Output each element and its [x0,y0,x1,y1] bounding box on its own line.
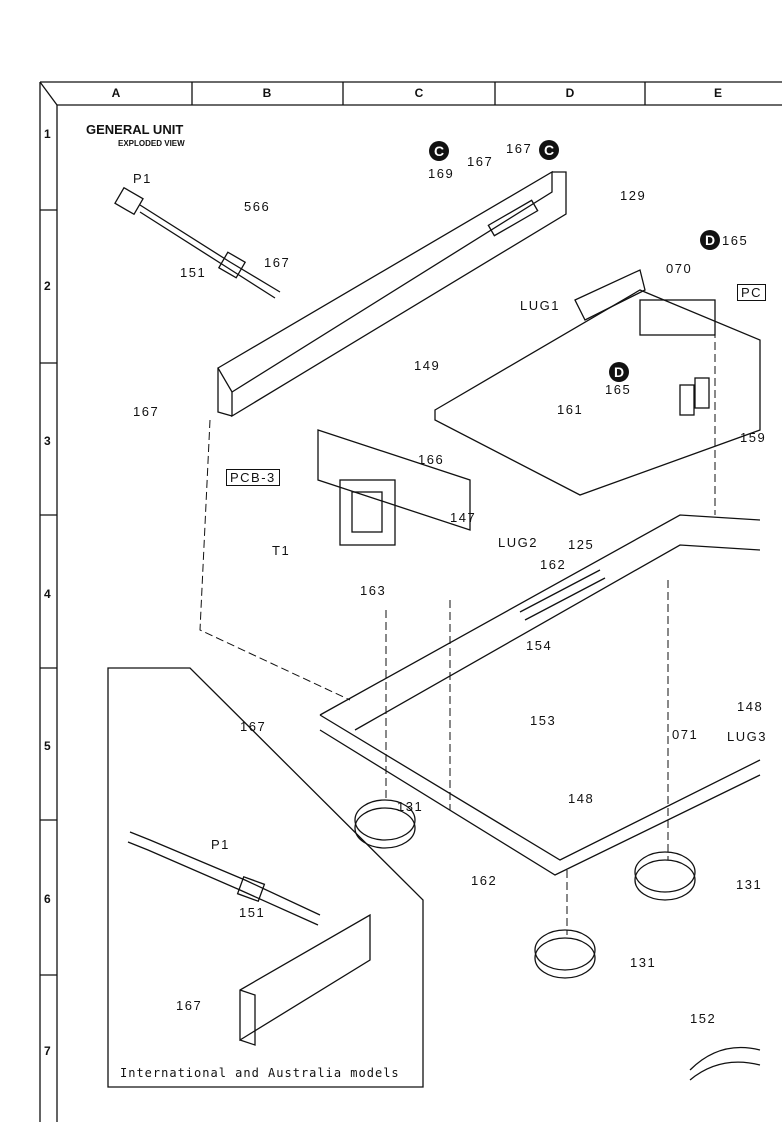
part-label-boxed: PC [737,284,767,301]
grid-frame [39,81,782,1122]
callout-d: D [700,230,720,250]
part-label: 149 [414,358,441,373]
part-label: LUG2 [498,535,538,550]
part-label: 071 [672,727,699,742]
part-label: LUG3 [727,729,767,744]
page-title: GENERAL UNIT [86,122,184,137]
grid-row-2: 2 [44,279,51,293]
power-cord [114,186,281,299]
part-label: 162 [471,873,498,888]
grid-col-e: E [713,86,722,100]
page-subtitle: EXPLODED VIEW [118,139,185,148]
part-label: 131 [630,955,657,970]
part-label-boxed: PCB-3 [226,469,280,486]
part-label: 169 [428,166,455,181]
part-label: 148 [568,791,595,806]
grid-col-b: B [262,86,272,100]
part-label: 070 [666,261,693,276]
callout-c: C [429,141,449,161]
part-label: 161 [557,402,584,417]
grid-col-c: C [414,86,424,100]
grid-col-a: A [111,86,121,100]
part-label: 165 [722,233,749,248]
part-label: 167 [176,998,203,1013]
part-label: 167 [240,719,267,734]
part-label: 125 [568,537,595,552]
part-label: 167 [467,154,494,169]
part-label: 151 [180,265,207,280]
part-label: 167 [133,404,160,419]
feet [354,799,696,979]
part-label: 148 [737,699,764,714]
grid-row-7: 7 [44,1044,51,1058]
part-label: P1 [133,171,152,186]
part-label: 154 [526,638,553,653]
part-label: 566 [244,199,271,214]
part-label: 131 [397,799,424,814]
part-label: 152 [690,1011,717,1026]
inset-caption: International and Australia models [120,1066,400,1080]
part-label: P1 [211,837,230,852]
part-label: 162 [540,557,567,572]
pcb-3-transformer [317,429,471,546]
part-label: 159 [740,430,767,445]
callout-c: C [539,140,559,160]
part-label: LUG1 [520,298,560,313]
part-label: 163 [360,583,387,598]
part-label: 151 [239,905,266,920]
part-label: T1 [272,543,291,558]
cable-tie [689,1046,761,1081]
front-panel [217,170,567,418]
main-pcb [434,269,761,496]
inset-box [107,667,424,1088]
part-label: 167 [264,255,291,270]
part-label: 129 [620,188,647,203]
chassis [319,514,761,876]
grid-row-4: 4 [44,587,51,601]
grid-row-5: 5 [44,739,51,753]
grid-row-3: 3 [44,434,51,448]
grid-col-d: D [565,86,575,100]
callout-d: D [609,362,629,382]
part-label: 153 [530,713,557,728]
grid-row-1: 1 [44,127,51,141]
part-label: 167 [506,141,533,156]
part-label: 165 [605,382,632,397]
grid-row-6: 6 [44,892,51,906]
part-label: 166 [418,452,445,467]
part-label: 147 [450,510,477,525]
part-label: 131 [736,877,763,892]
